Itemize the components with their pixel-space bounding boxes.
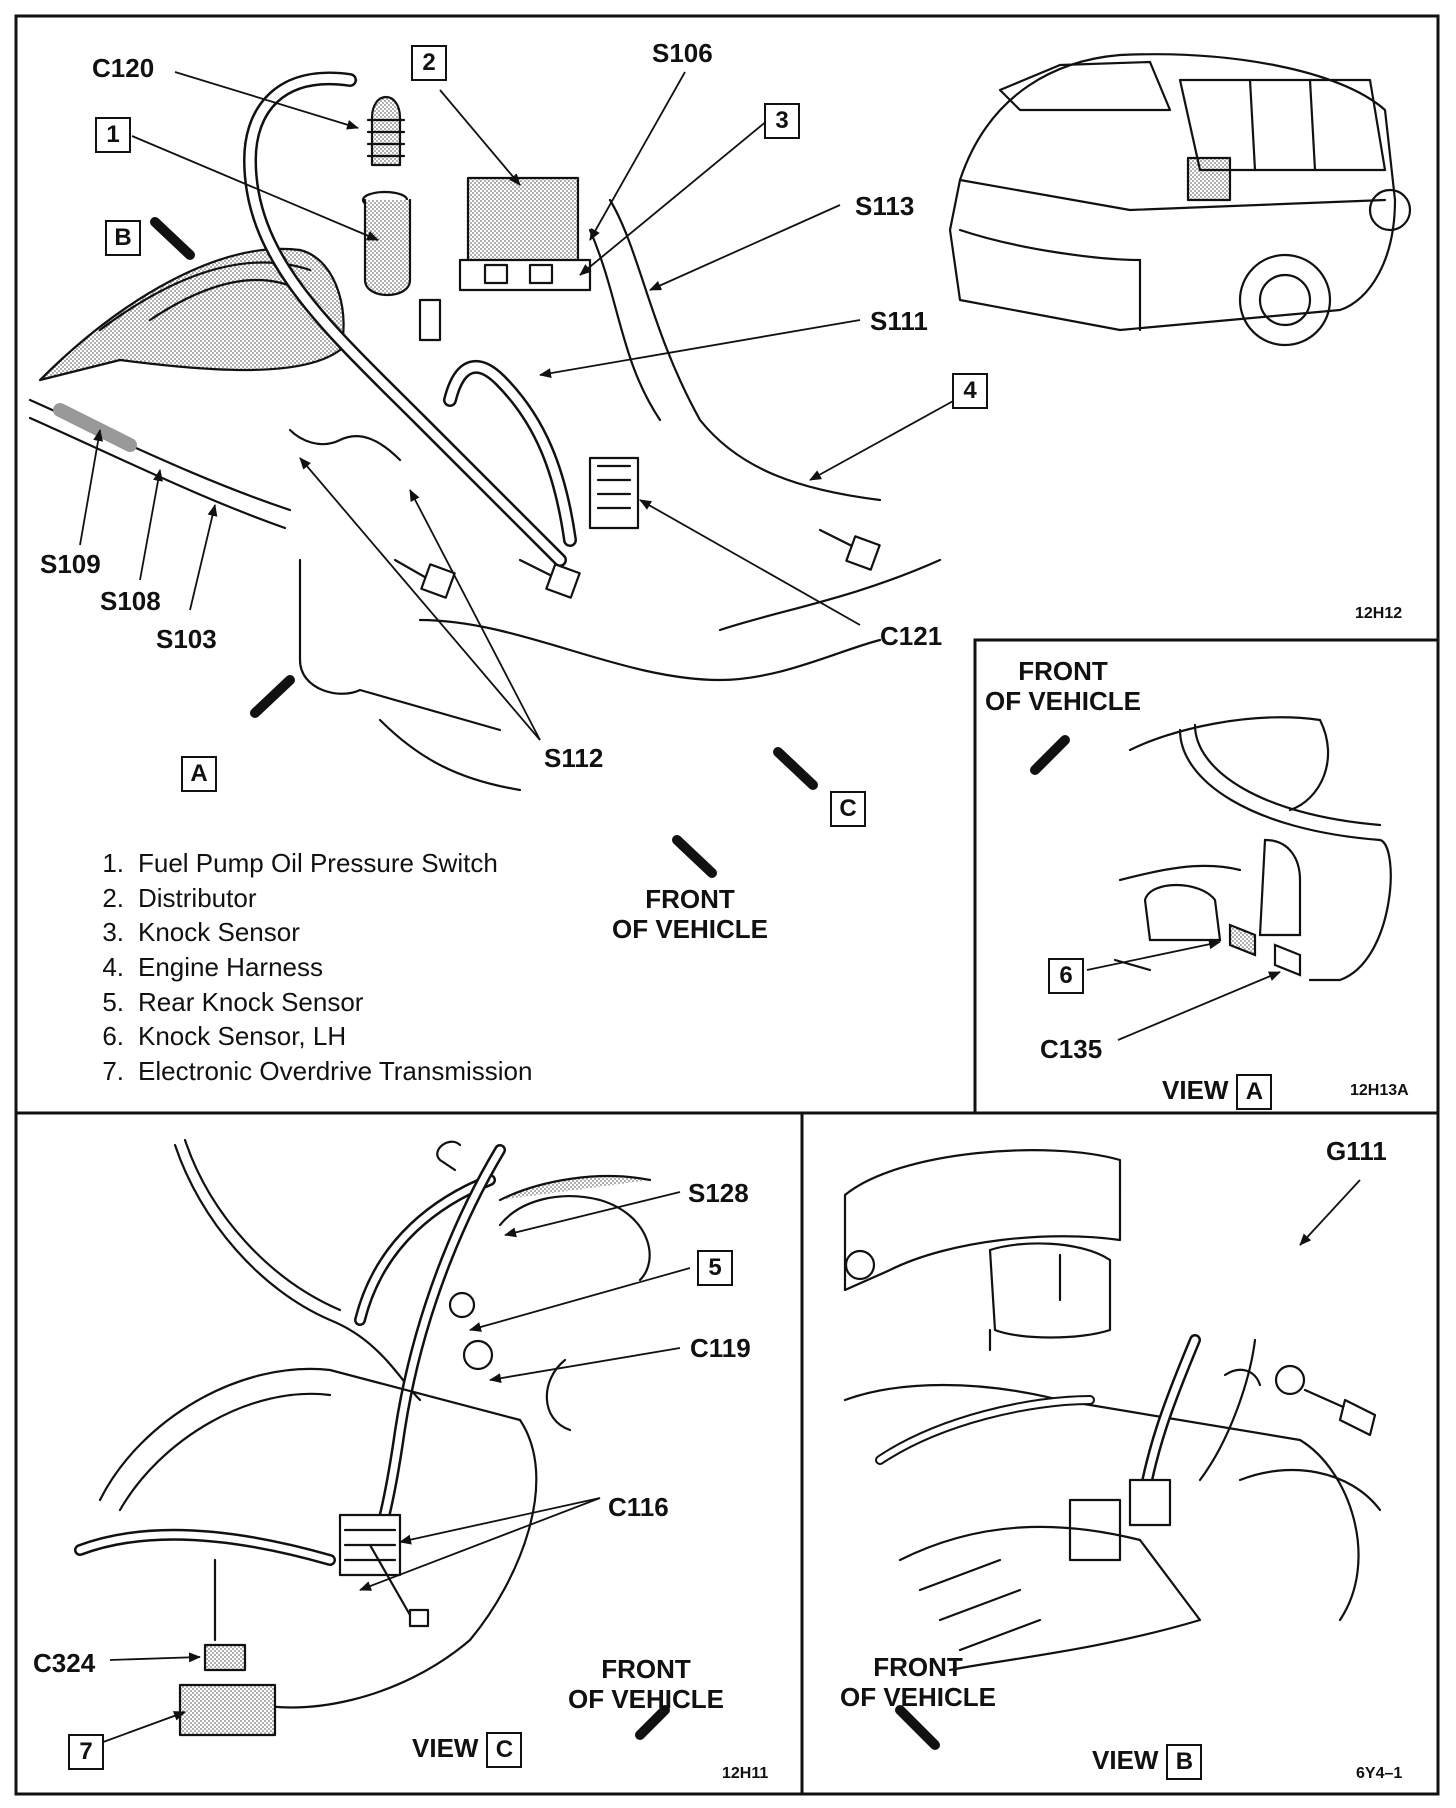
main-leader-lines	[79, 71, 956, 741]
callout-box-2: 2	[411, 45, 447, 81]
callout-box-7: 7	[68, 1734, 104, 1770]
main-front-of-vehicle: FRONT OF VEHICLE	[612, 884, 769, 944]
splice-s109-label: S109	[40, 549, 101, 579]
view-c-artwork	[74, 1138, 670, 1740]
view-c-front-of-vehicle: FRONT OF VEHICLE	[568, 1654, 725, 1714]
legend-item: 5.Rear Knock Sensor	[102, 986, 364, 1017]
panel-borders	[14, 14, 1440, 1796]
callout-box-1: 1	[95, 117, 131, 153]
view-ref-box-a: A	[181, 756, 217, 792]
callout-box-6: 6	[1048, 958, 1084, 994]
callout-box-5: 5	[697, 1250, 733, 1286]
legend-item: 7.Electronic Overdrive Transmission	[102, 1056, 533, 1087]
legend-item: 1.Fuel Pump Oil Pressure Switch	[102, 848, 498, 878]
view-ref-box-b: B	[105, 220, 141, 256]
splice-s111-label: S111	[870, 306, 928, 336]
connector-c324-label: C324	[33, 1648, 96, 1678]
view-b-front-of-vehicle: FRONT OF VEHICLE	[840, 1652, 997, 1712]
main-figure-code: 12H12	[1355, 605, 1403, 622]
ground-g111-label: G111	[1326, 1136, 1387, 1166]
splice-s108-label: S108	[100, 586, 161, 616]
view-ref-box-c: C	[830, 791, 866, 827]
view-b-artwork	[843, 1149, 1382, 1750]
splice-s113-label: S113	[855, 191, 915, 221]
splice-s128-label: S128	[688, 1178, 749, 1208]
legend-item: 2.Distributor	[102, 882, 257, 913]
callout-box-3: 3	[764, 103, 800, 139]
main-engine-artwork	[28, 53, 1412, 878]
connector-c119-label: C119	[690, 1333, 751, 1363]
connector-c116-label: C116	[608, 1492, 669, 1522]
view-b-leader-lines	[1299, 1179, 1361, 1246]
view-a-artwork	[1030, 716, 1392, 982]
connector-c121-label: C121	[880, 621, 943, 651]
legend-item: 6.Knock Sensor, LH	[102, 1021, 347, 1052]
splice-s103-label: S103	[156, 624, 217, 654]
callout-box-4: 4	[952, 373, 988, 409]
view-b-letter-box: B	[1166, 1744, 1203, 1781]
parts-legend: 1.Fuel Pump Oil Pressure Switch 2.Distri…	[78, 846, 532, 1089]
view-a-front-of-vehicle: FRONT OF VEHICLE	[985, 656, 1142, 716]
connector-c120-label: C120	[92, 53, 155, 83]
view-c-letter-box: C	[486, 1732, 523, 1769]
legend-item: 4.Engine Harness	[102, 952, 323, 983]
view-a-leader-lines	[1086, 939, 1281, 1041]
view-a-figure-code: 12H13A	[1350, 1082, 1409, 1099]
view-c-leader-lines	[94, 1191, 691, 1746]
view-b-figure-code: 6Y4–1	[1356, 1765, 1403, 1782]
view-a-letter-box: A	[1236, 1074, 1273, 1111]
connector-c135-label: C135	[1040, 1034, 1103, 1064]
view-c-figure-code: 12H11	[722, 1765, 769, 1782]
legend-item: 3.Knock Sensor	[102, 917, 300, 948]
splice-s106-label: S106	[652, 38, 713, 68]
splice-s112-label: S112	[544, 743, 604, 773]
